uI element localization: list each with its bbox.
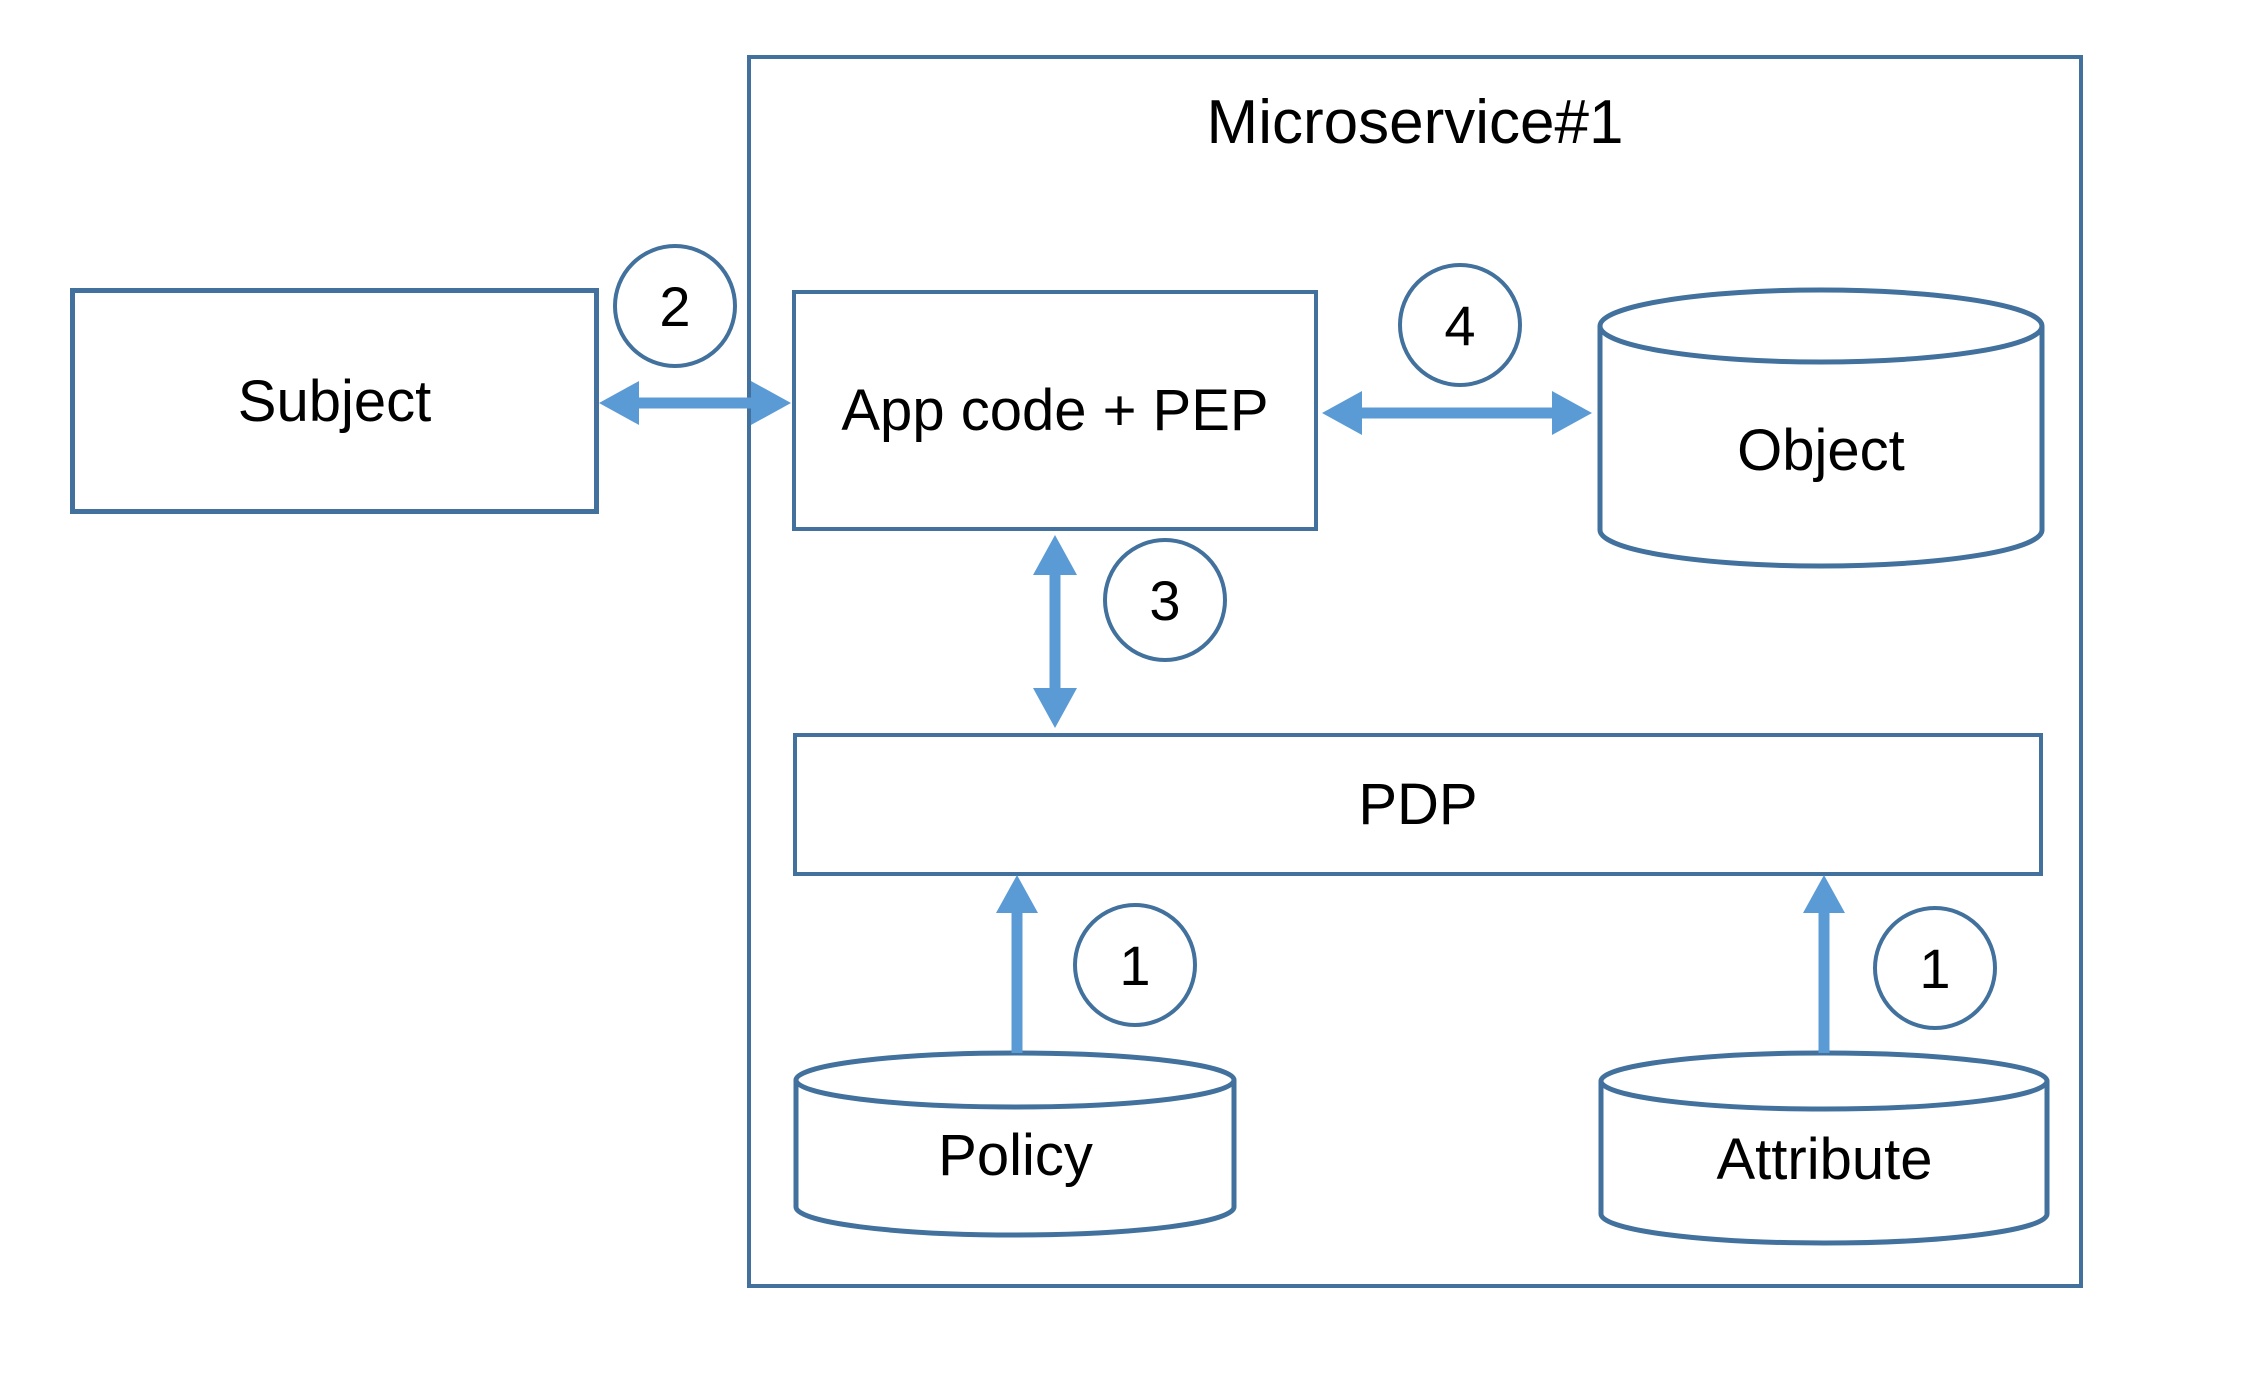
node-pdp-label: PDP — [1358, 772, 1478, 837]
node-app-code-pep: App code + PEP — [792, 290, 1318, 531]
step-badge-3-number: 3 — [1149, 568, 1181, 632]
node-attribute-label: Attribute — [1716, 1127, 1933, 1192]
node-policy: Policy — [793, 1050, 1238, 1238]
step-badge-1-policy: 1 — [1073, 903, 1197, 1027]
attribute-cylinder-shape — [1598, 1050, 2050, 1246]
step-badge-4-number: 4 — [1444, 293, 1476, 357]
node-subject: Subject — [70, 288, 599, 514]
node-app-code-pep-label: App code + PEP — [841, 378, 1269, 443]
node-pdp: PDP — [793, 733, 2043, 876]
step-badge-3: 3 — [1103, 538, 1227, 662]
node-policy-label: Policy — [938, 1123, 1093, 1188]
policy-cylinder-shape — [793, 1050, 1237, 1238]
node-subject-label: Subject — [237, 368, 432, 434]
step-badge-1-attribute: 1 — [1873, 906, 1997, 1030]
node-object-label: Object — [1737, 418, 1905, 483]
node-attribute: Attribute — [1598, 1050, 2051, 1247]
step-badge-2-number: 2 — [659, 274, 691, 338]
step-badge-1-attribute-number: 1 — [1919, 936, 1951, 1000]
node-object: Object — [1597, 287, 2045, 569]
microservice-title: Microservice#1 — [1206, 88, 1624, 157]
step-badge-1-policy-number: 1 — [1119, 933, 1151, 997]
object-cylinder-shape — [1597, 287, 2045, 569]
step-badge-4: 4 — [1398, 263, 1522, 387]
step-badge-2: 2 — [613, 244, 737, 368]
